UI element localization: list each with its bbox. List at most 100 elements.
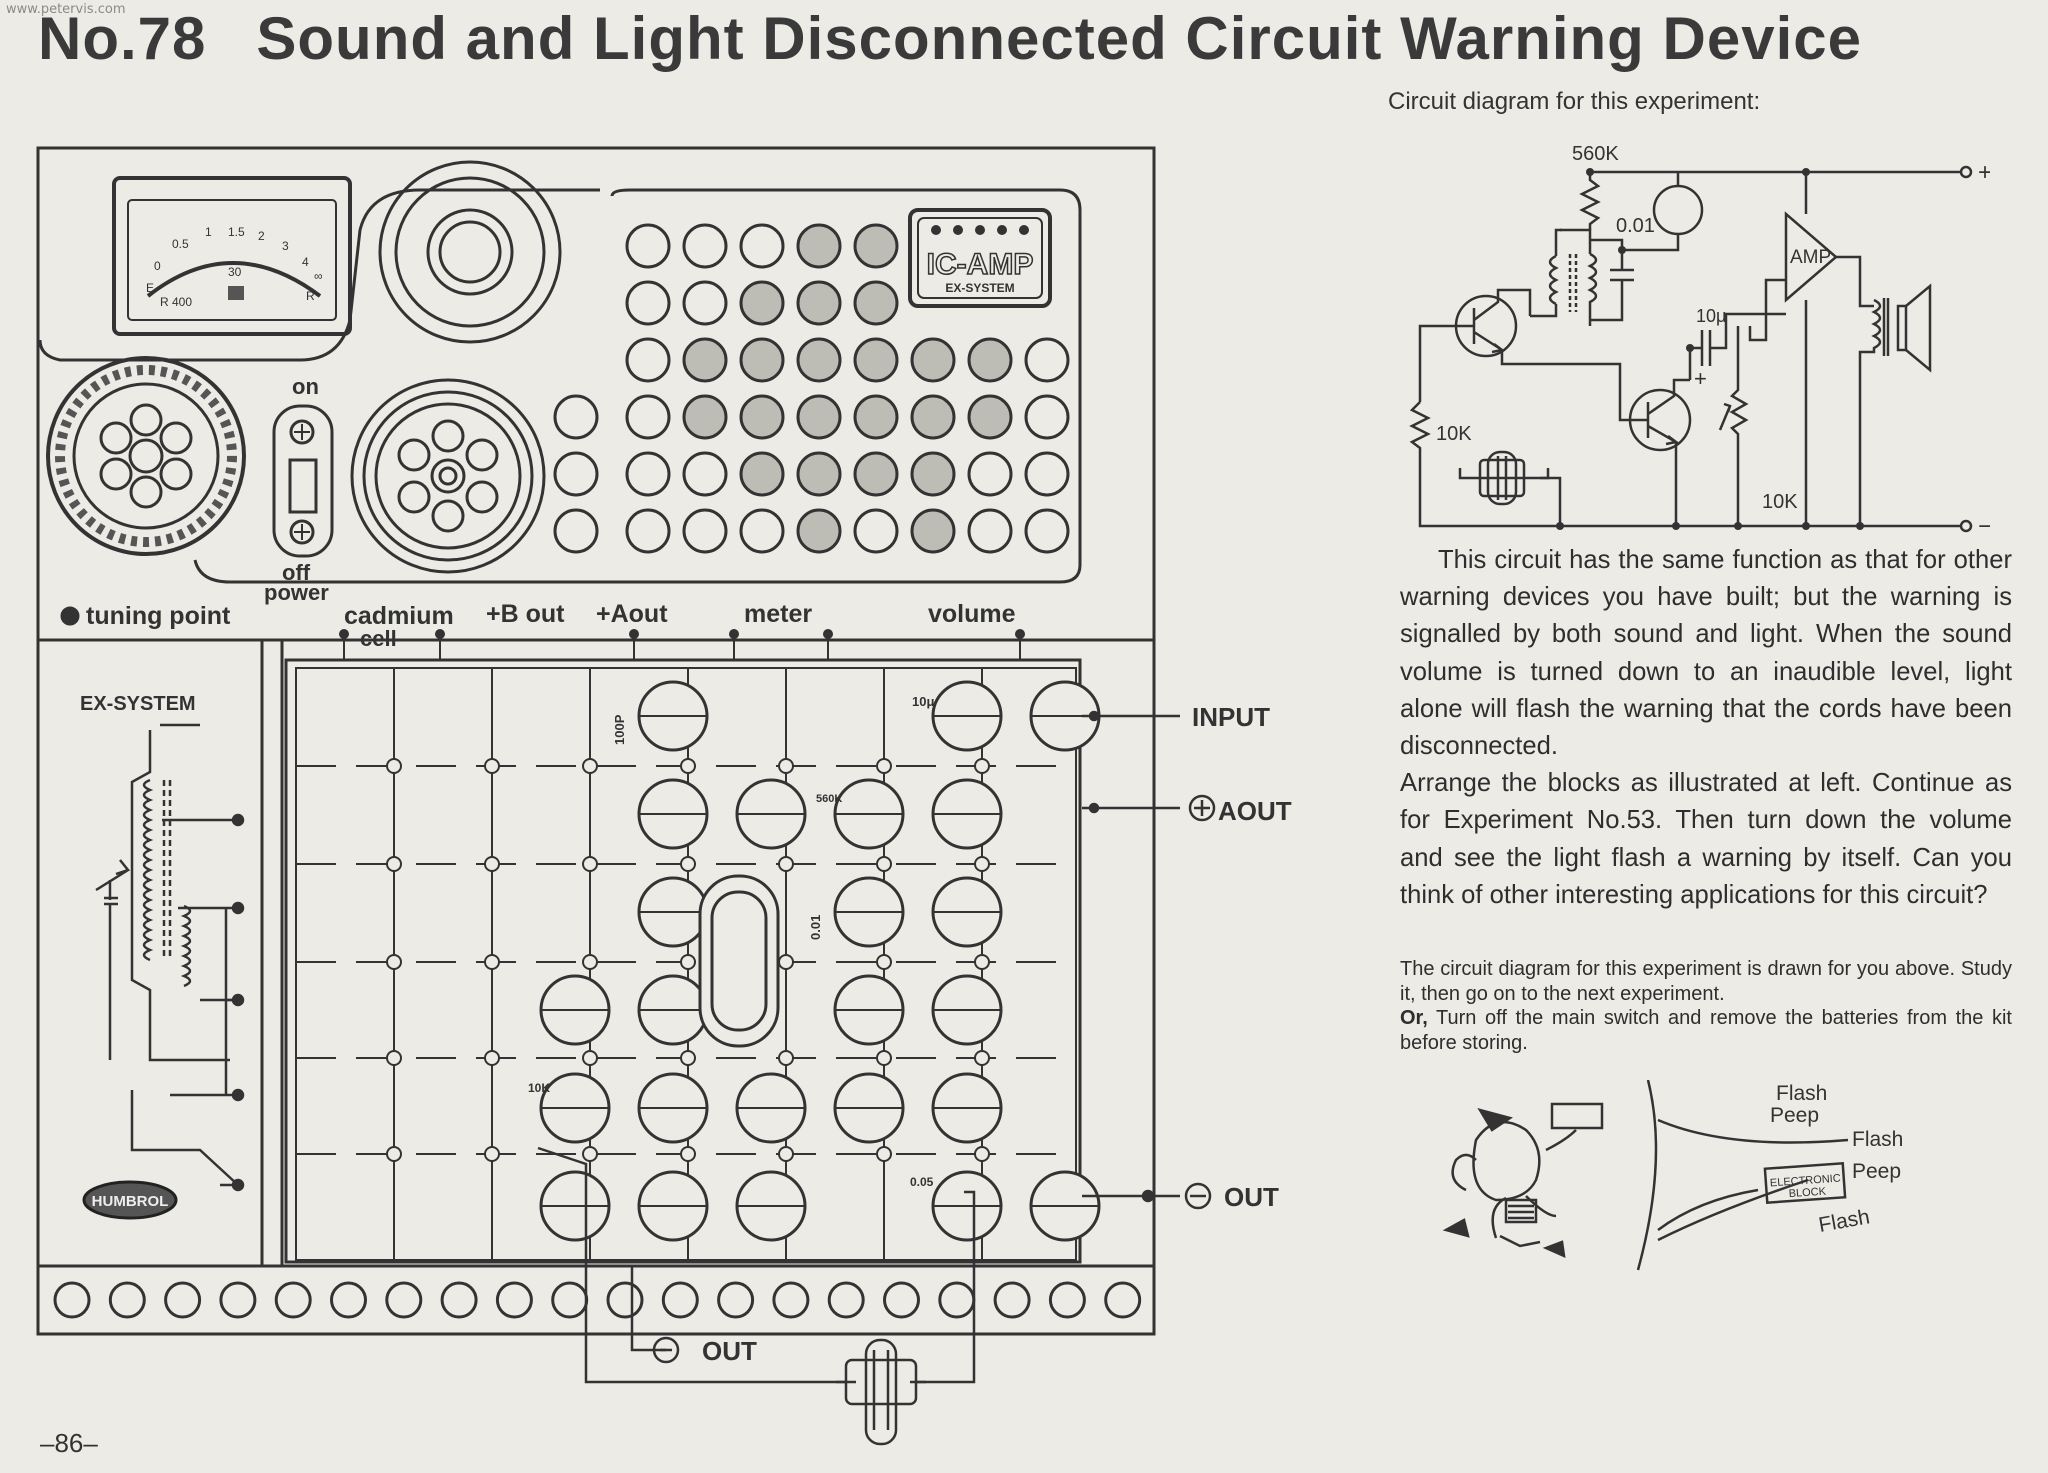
svg-text:E: E [146,281,154,295]
matrix-dot [553,394,599,440]
grid-node [386,1050,402,1066]
grid-node [386,954,402,970]
bottom-hole [661,1281,699,1319]
watermark: www.petervis.com [6,2,126,17]
matrix-dot [739,394,785,440]
ic-amp-badge [908,208,1052,308]
matrix-dot [796,394,842,440]
grid-node [582,1146,598,1162]
matrix-dot [967,337,1013,383]
kit-frame [36,146,1156,1336]
terminal-pins [339,629,1025,660]
circuit-schematic: 560K 0.01 10μ + AMP 10K 10K + − [1409,143,1990,540]
matrix-dot [967,451,1013,497]
bulb-block [836,1338,926,1446]
note-text: The circuit diagram for this experiment … [1400,957,2012,1055]
svg-text:1.5: 1.5 [228,225,245,239]
matrix-dot [967,508,1013,554]
svg-text:R 400: R 400 [160,295,192,309]
matrix-dot [682,337,728,383]
power-switch[interactable] [272,404,334,558]
ic-amp-label: IC-AMP [927,248,1034,281]
svg-text:3: 3 [282,239,289,253]
grid-node [778,1050,794,1066]
bottom-hole [883,1281,920,1319]
cartoon-figure-head [1472,1120,1541,1202]
grid-node [778,1146,794,1162]
matrix-dot [682,223,728,269]
grid-node [778,954,794,970]
diagram-caption: Circuit diagram for this experiment: [1388,88,1761,115]
board-frame [284,658,1082,1264]
out-label: OUT [1224,1182,1279,1212]
grid-node [484,758,500,774]
bottom-hole [108,1281,146,1319]
grid-node [386,856,402,872]
power-label: power [264,580,329,605]
note-line-1: The circuit diagram for this experiment … [1400,958,2012,1005]
matrix-dot [625,223,671,269]
cartoon-word: Peep [1770,1104,1819,1127]
matrix-dot [553,451,599,497]
terminal-aout-label: +Aout [596,600,668,628]
schematic-pot-label: 10K [1762,491,1798,513]
bottom-hole [1048,1281,1086,1319]
grid-node [680,856,696,872]
cartoon-box-line1: ELECTRONIC [1770,1173,1842,1190]
svg-text:0: 0 [154,259,161,273]
matrix-dot [910,394,956,440]
kit-illustration: HUMBROL on off power tuning point cadmiu… [36,146,1292,1446]
cartoon-word: Flash [1817,1205,1872,1237]
cartoon-illustration: Flash Peep Flash Peep Flash ELECTRONIC B… [1442,1080,1903,1271]
volume-knob[interactable] [350,378,546,574]
note-line-2-text: Turn off the main switch and remove the … [1400,1007,2012,1054]
inductor-coil [142,778,154,962]
grid-node [876,856,892,872]
grid-node [974,856,990,872]
grid-node [680,1146,696,1162]
svg-text:R: R [306,289,315,303]
cartoon-word: Flash [1776,1082,1827,1105]
matrix-dot [625,394,671,440]
matrix-dot [739,337,785,383]
experiment-title: Sound and Light Disconnected Circuit War… [256,5,1862,72]
matrix-dot [739,280,785,326]
grid-node [876,1050,892,1066]
grid-node [876,954,892,970]
body-paragraph: Arrange the blocks as illustrated at lef… [1400,769,2012,909]
bottom-hole [330,1281,367,1319]
switch-on-label: on [292,374,319,399]
matrix-dot [1024,451,1070,497]
grid-node [582,1050,598,1066]
svg-text:2: 2 [258,229,265,243]
matrix-dot [625,280,671,326]
experiment-number: No.78 [38,5,207,72]
grid-node [974,1050,990,1066]
matrix-dot [853,280,899,326]
svg-text:HUMBROL: HUMBROL [92,1193,169,1210]
bottom-hole-row [53,1281,1142,1319]
meter [112,176,352,336]
board-grid [296,668,1076,1260]
note-line-2: Or, Turn off the main switch and remove … [1400,1006,2012,1055]
schematic-elec-cap-label: 10μ [1696,306,1726,326]
schematic-elec-plus: + [1694,366,1707,391]
matrix-dot [625,337,671,383]
matrix-dot [853,451,899,497]
terminal-bout-label: +B out [486,600,565,628]
tuning-point-dot [60,606,80,626]
svg-text:4: 4 [302,255,309,269]
schematic-cap-label: 0.01 [1616,215,1655,237]
svg-text:1: 1 [205,225,212,239]
grid-node [582,856,598,872]
bottom-hole [993,1281,1031,1319]
bottom-hole [717,1281,755,1319]
terminal-meter-label: meter [744,600,812,628]
tuning-dial[interactable] [46,356,246,556]
bottom-hole [164,1281,202,1319]
grid-node [386,1146,402,1162]
matrix-dot [1024,394,1070,440]
grid-node [386,758,402,774]
board-blocks [539,680,1101,1242]
cartoon-box-line2: BLOCK [1788,1186,1827,1201]
